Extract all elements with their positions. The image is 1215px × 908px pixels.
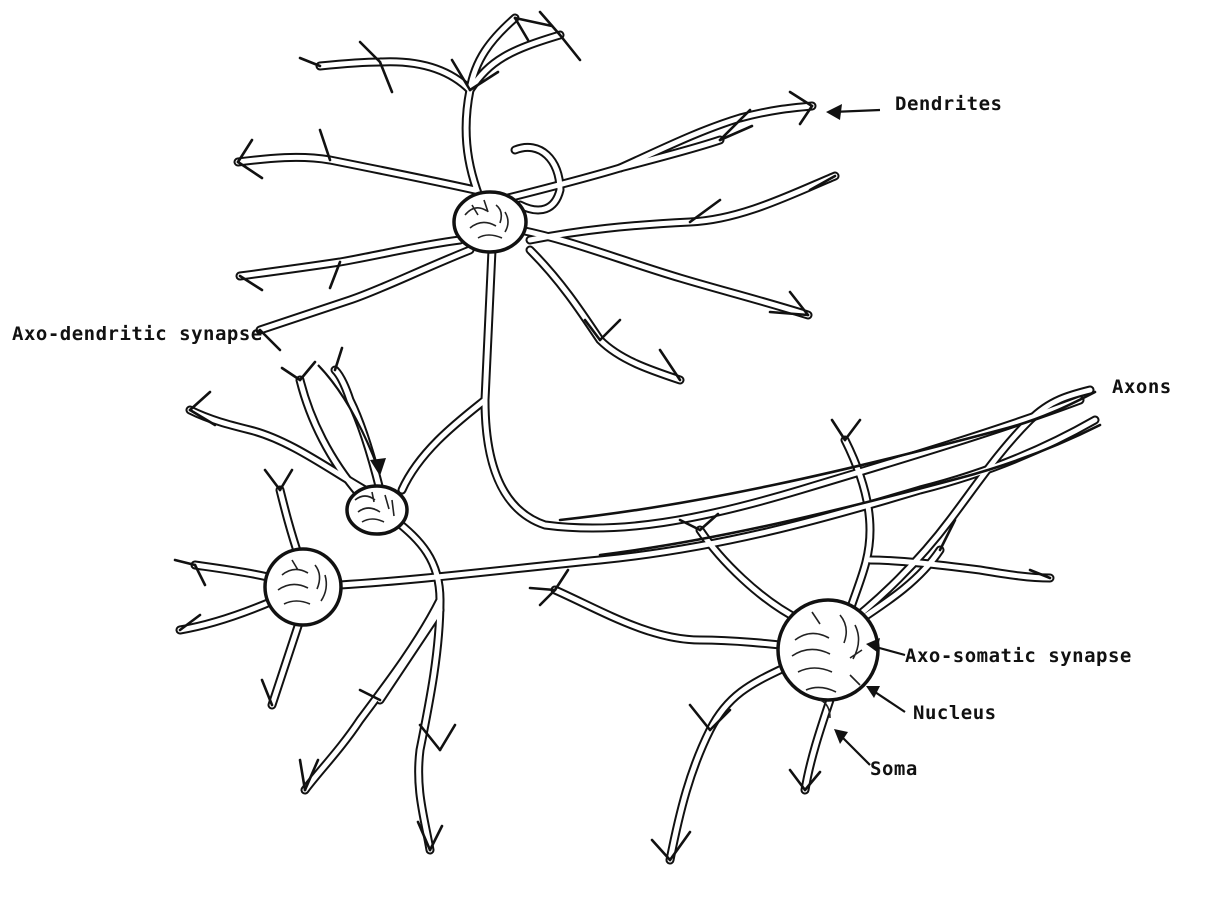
neuron-processes xyxy=(175,12,1100,860)
axo-dendritic-synapse-label: Axo-dendritic synapse xyxy=(12,323,263,345)
soma-label: Soma xyxy=(870,758,918,780)
dendrites-label: Dendrites xyxy=(895,93,1002,115)
right-neuron-soma xyxy=(778,600,878,718)
top-neuron-soma xyxy=(454,192,526,252)
axons-label: Axons xyxy=(1112,376,1172,398)
nucleus-label: Nucleus xyxy=(913,702,997,724)
left-neuron-soma xyxy=(265,549,341,625)
middle-synapse-bouton xyxy=(347,486,407,534)
axo-somatic-synapse-label: Axo-somatic synapse xyxy=(905,645,1132,667)
